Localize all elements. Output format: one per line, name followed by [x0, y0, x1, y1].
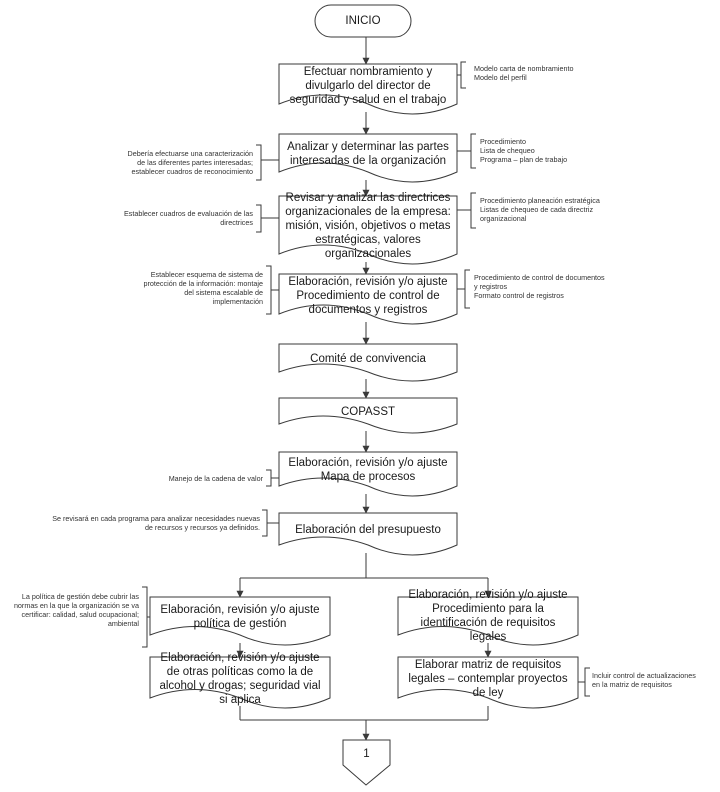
annotation-bracket [470, 133, 476, 169]
note-strategic-planning: Procedimiento planeación estratégica Lis… [480, 196, 640, 223]
annotation-bracket [256, 144, 262, 181]
note-line: Procedimiento [480, 137, 526, 146]
annotation-bracket [460, 61, 466, 89]
offpage-connector-shape [342, 739, 391, 786]
step-1-label: Efectuar nombramiento y divulgarlo del d… [289, 66, 447, 106]
note-line: en la matriz de requisitos [592, 680, 672, 689]
step-11-label: Elaboración, revisión y/o ajuste Procedi… [408, 589, 568, 643]
step-8-shape [278, 512, 458, 556]
note-document-control: Procedimiento de control de documentos y… [474, 273, 634, 300]
note-line: Lista de chequeo [480, 146, 535, 155]
note-value-chain: Manejo de la cadena de valor [120, 474, 263, 483]
start-terminator [314, 4, 412, 38]
note-line: Incluir control de actualizaciones [592, 671, 696, 680]
note-line: Listas de chequeo de cada directriz [480, 205, 594, 214]
note-line: Establecer esquema de sistema de [150, 270, 263, 279]
step-11-shape [397, 596, 579, 646]
annotation-bracket [266, 469, 272, 487]
note-line: Procedimiento planeación estratégica [480, 196, 600, 205]
note-line: de las diferentes partes interesadas; [137, 158, 253, 167]
note-line: del sistema escalable de [184, 288, 263, 297]
step-10-label: Elaboración, revisión y/o ajuste de otra… [159, 652, 321, 706]
note-line: certificar: calidad, salud ocupacional; [21, 610, 139, 619]
note-line: y registros [474, 282, 508, 291]
note-line: La política de gestión debe cubrir las [21, 592, 139, 601]
note-line: normas en la que la organización se va [13, 601, 139, 610]
step-4-label: Elaboración, revisión y/o ajuste Procedi… [288, 276, 448, 316]
annotation-bracket [256, 204, 262, 233]
step-9-shape [149, 596, 331, 646]
step-6-shape [278, 397, 458, 434]
note-directives-evaluation: Establecer cuadros de evaluación de las … [100, 209, 253, 227]
note-line: Modelo del perfil [474, 73, 527, 82]
step-12-shape [397, 656, 579, 709]
step-5-shape [278, 343, 458, 382]
note-line: Modelo carta de nombramiento [474, 64, 574, 73]
annotation-bracket [464, 269, 470, 309]
note-line: organizacional [480, 214, 527, 223]
note-line: Formato control de registros [474, 291, 564, 300]
annotation-bracket [262, 509, 268, 537]
step-8-label: Elaboración del presupuesto [295, 524, 441, 536]
annotation-bracket [142, 586, 148, 648]
step-3-label: Revisar y analizar las directrices organ… [285, 192, 451, 260]
note-line: Se revisará en cada programa para analiz… [52, 514, 260, 523]
step-2-shape [278, 133, 458, 183]
annotation-bracket [470, 192, 476, 229]
note-line: Manejo de la cadena de valor [168, 474, 263, 483]
step-9-label: Elaboración, revisión y/o ajuste polític… [160, 604, 320, 630]
note-information-protection: Establecer esquema de sistema de protecc… [118, 270, 263, 306]
note-line: Debería efectuarse una caracterización [127, 149, 253, 158]
note-budget-review: Se revisará en cada programa para analiz… [20, 514, 260, 532]
step-3-shape [278, 195, 458, 265]
note-line: directrices [220, 218, 253, 227]
step-6-label: COPASST [340, 406, 396, 418]
note-legal-matrix: Incluir control de actualizaciones en la… [592, 671, 718, 689]
step-12-label: Elaborar matriz de requisitos legales – … [408, 659, 568, 699]
step-10-shape [149, 656, 331, 709]
note-line: protección de la información: montaje [143, 279, 263, 288]
note-line: Programa – plan de trabajo [480, 155, 568, 164]
offpage-connector-label: 1 [363, 748, 370, 760]
note-line: de recursos y recursos ya definidos. [144, 523, 260, 532]
step-5-label: Comité de convivencia [310, 353, 426, 365]
step-7-shape [278, 451, 458, 497]
note-templates: Modelo carta de nombramiento Modelo del … [474, 64, 624, 82]
annotation-bracket [266, 265, 272, 315]
note-line: Procedimiento de control de documentos [474, 273, 605, 282]
step-7-label: Elaboración, revisión y/o ajuste Mapa de… [288, 457, 448, 483]
note-stakeholder-docs: Procedimiento Lista de chequeo Programa … [480, 137, 630, 164]
note-line: ambiental [107, 619, 139, 628]
step-1-shape [278, 63, 458, 115]
start-label: INICIO [345, 15, 381, 27]
note-line: Establecer cuadros de evaluación de las [123, 209, 253, 218]
note-stakeholder-characterization: Debería efectuarse una caracterización d… [100, 149, 253, 176]
annotation-bracket [584, 667, 590, 697]
note-line: establecer cuadros de reconocimiento [131, 167, 253, 176]
note-management-policy: La política de gestión debe cubrir las n… [4, 592, 139, 628]
note-line: implementación [212, 297, 263, 306]
step-4-shape [278, 273, 458, 325]
step-2-label: Analizar y determinar las partes interes… [287, 141, 449, 167]
